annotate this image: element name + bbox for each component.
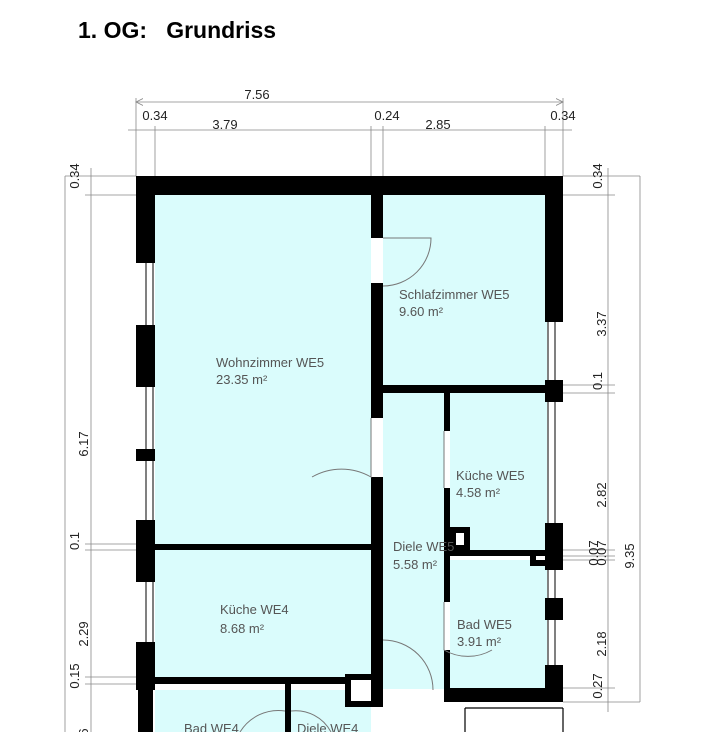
- wall-right-2: [545, 380, 563, 402]
- dim-top-wohnzimmer: 3.79: [212, 117, 237, 132]
- window-lines: [145, 263, 556, 665]
- wall-left-4: [136, 520, 155, 582]
- room-kueche-we5-area: 4.58 m²: [456, 485, 501, 500]
- wall-bad5-left-1: [444, 556, 450, 602]
- wall-bottom-right: [444, 688, 563, 702]
- dim-top-right-wall: 0.34: [550, 108, 575, 123]
- dim-left-wohnzimmer: 6.17: [76, 431, 91, 456]
- dim-top-left-wall: 0.34: [142, 108, 167, 123]
- dimension-labels: 7.56 0.34 3.79 0.24 2.85 0.34 0.34 6.17 …: [67, 87, 637, 732]
- room-schlafzimmer-area: 9.60 m²: [399, 304, 444, 319]
- fill-wohnzimmer: [155, 195, 371, 545]
- dim-right-wall-1: 0.1: [590, 372, 605, 390]
- wall-wohn-kueche4: [155, 544, 371, 550]
- dim-top-mid-wall: 0.24: [374, 108, 399, 123]
- dim-top-schlafzimmer: 2.85: [425, 117, 450, 132]
- walls: [136, 176, 563, 732]
- wall-kueche4-bottom: [155, 677, 345, 684]
- wall-center-1: [371, 176, 383, 238]
- dimension-lines: [64, 98, 641, 732]
- room-fills: [155, 195, 547, 732]
- dim-left-top-wall: 0.34: [67, 163, 82, 188]
- room-bad-we4-name: Bad WE4: [184, 721, 239, 732]
- door-schlafzimmer: [382, 237, 432, 287]
- fill-diele-we5: [383, 393, 444, 689]
- wall-left-6: [138, 690, 153, 732]
- dim-left-wall-1: 0.1: [67, 532, 82, 550]
- wall-left-3: [136, 449, 155, 461]
- dim-left-bottom: 6: [76, 728, 91, 732]
- wall-left-2: [136, 325, 155, 387]
- room-kueche-we4-name: Küche WE4: [220, 602, 289, 617]
- wall-notch-inner: [536, 556, 545, 560]
- lower-lines: [464, 707, 564, 732]
- fill-bad-we5: [450, 560, 547, 688]
- fill-schlafzimmer: [383, 195, 547, 385]
- dim-right-bottom: 0.27: [590, 673, 605, 698]
- wall-we4-divider: [285, 677, 291, 732]
- room-wohnzimmer-area: 23.35 m²: [216, 372, 268, 387]
- room-kueche-we4-area: 8.68 m²: [220, 621, 265, 636]
- wall-kueche5-left-2: [444, 488, 450, 556]
- wall-center-3: [371, 477, 383, 707]
- dim-right-schlafzimmer: 3.37: [594, 311, 609, 336]
- wall-box-inner: [351, 680, 371, 701]
- dim-left-kueche: 2.29: [76, 621, 91, 646]
- wall-box2-inner: [456, 533, 464, 545]
- wall-bad5-left-2: [444, 650, 450, 702]
- fill-kueche-we4: [155, 550, 371, 677]
- dim-right-bad: 2.18: [594, 631, 609, 656]
- room-wohnzimmer-name: Wohnzimmer WE5: [216, 355, 324, 370]
- dim-right-top-wall: 0.34: [590, 163, 605, 188]
- room-bad-we5-area: 3.91 m²: [457, 634, 502, 649]
- dim-right-total: 9.35: [622, 543, 637, 568]
- door-wohnzimmer: [311, 418, 372, 478]
- title-name: Grundriss: [166, 17, 277, 43]
- room-schlafzimmer-name: Schlafzimmer WE5: [399, 287, 510, 302]
- room-diele-we5-area: 5.58 m²: [393, 557, 438, 572]
- dim-right-kueche: 2.82: [594, 482, 609, 507]
- dim-right-small-1: 0.07: [586, 540, 601, 565]
- wall-top: [136, 176, 563, 195]
- dim-top-total: 7.56: [244, 87, 269, 102]
- door-bad5: [443, 602, 493, 657]
- wall-schlaf-kueche: [383, 385, 545, 393]
- doors: [239, 237, 493, 732]
- room-labels: Wohnzimmer WE5 23.35 m² Schlafzimmer WE5…: [184, 287, 525, 732]
- room-diele-we4-name: Diele WE4: [297, 721, 358, 732]
- door-bad4: [239, 710, 286, 732]
- dim-right-small-2: 0.07: [594, 540, 609, 565]
- room-bad-we5-name: Bad WE5: [457, 617, 512, 632]
- wall-right-3: [545, 523, 563, 570]
- fill-kueche-we5: [450, 393, 547, 550]
- room-kueche-we5-name: Küche WE5: [456, 468, 525, 483]
- door-diele4: [290, 710, 332, 732]
- wall-kueche5-bottom: [444, 550, 545, 556]
- fill-bad-we4: [155, 690, 286, 732]
- room-diele-we5-name: Diele WE5: [393, 539, 454, 554]
- wall-right-4: [545, 598, 563, 620]
- wall-left-5: [136, 642, 155, 690]
- wall-right-1: [545, 176, 563, 322]
- wall-center-2: [371, 283, 383, 418]
- dim-left-wall-2: 0.15: [67, 663, 82, 688]
- title-number: 1. OG:: [78, 17, 148, 43]
- wall-left-1: [136, 176, 155, 263]
- door-diele-bottom: [382, 639, 434, 691]
- wall-kueche5-left-1: [444, 393, 450, 431]
- page-title: 1. OG: Grundriss: [78, 17, 276, 44]
